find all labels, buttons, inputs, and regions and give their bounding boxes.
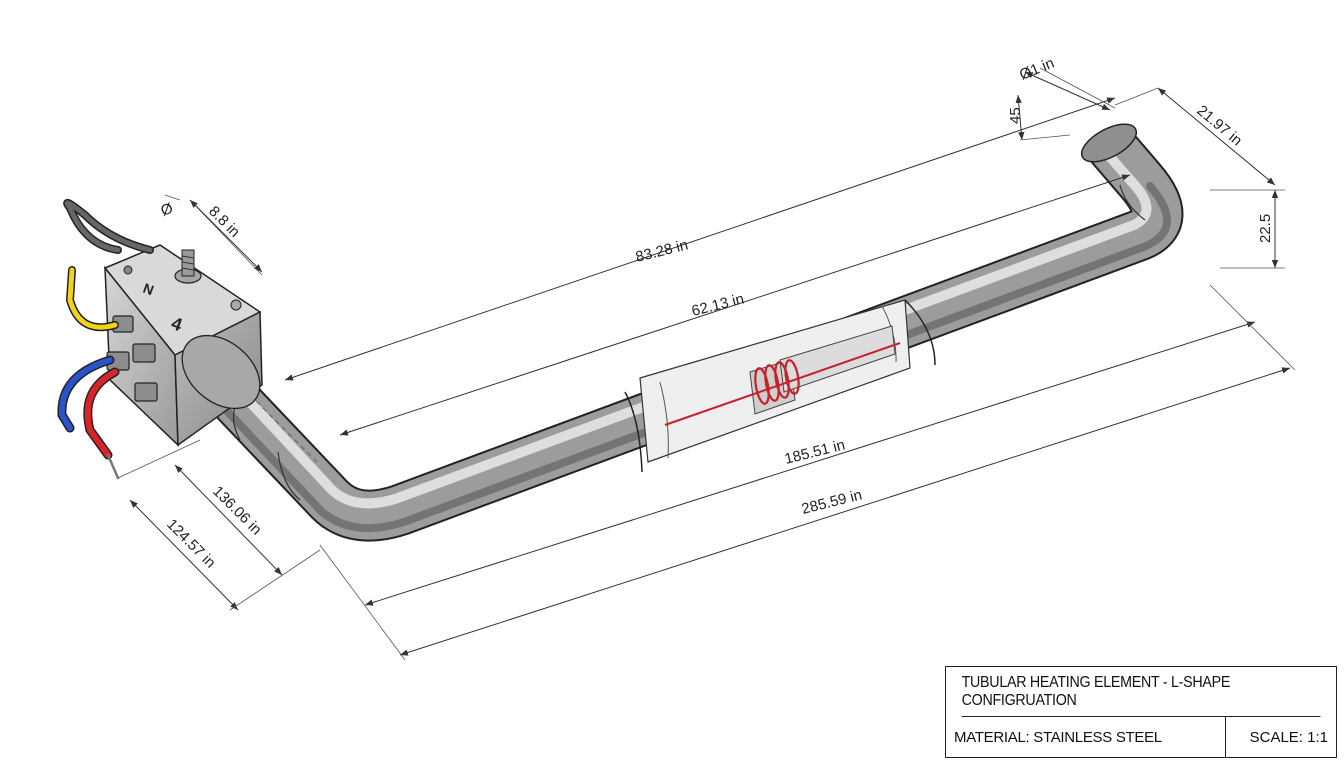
heating-tube <box>199 123 1184 542</box>
dim-21-97: 21.97 in <box>1193 102 1245 149</box>
dim-83-28: 83.28 in <box>634 236 690 265</box>
dim-diameter-1: Ø1 in <box>1017 55 1057 84</box>
dim-124-57: 124.57 in <box>163 516 219 572</box>
cutaway-section <box>639 299 911 463</box>
dim-62-13: 62.13 in <box>690 290 746 319</box>
drawing-title: TUBULAR HEATING ELEMENT - L-SHAPE CONFIG… <box>961 667 1321 717</box>
dimension-lines <box>117 67 1296 661</box>
title-block-info-row: MATERIAL: STAINLESS STEEL SCALE: 1:1 <box>946 717 1336 757</box>
material-spec: MATERIAL: STAINLESS STEEL <box>946 717 1226 757</box>
scale-spec: SCALE: 1:1 <box>1249 728 1328 746</box>
dim-285-59: 285.59 in <box>800 486 864 517</box>
lead-wires <box>57 198 154 480</box>
dim-22-5: 22.5 <box>1257 214 1274 243</box>
terminal-box: N 4 <box>103 244 263 447</box>
dim-45: 45 <box>1007 107 1024 124</box>
diameter-symbol: Ø <box>159 200 176 220</box>
title-block: TUBULAR HEATING ELEMENT - L-SHAPE CONFIG… <box>945 666 1337 758</box>
dim-185-51: 185.51 in <box>783 436 847 467</box>
dim-136-06: 136.06 in <box>209 483 265 539</box>
